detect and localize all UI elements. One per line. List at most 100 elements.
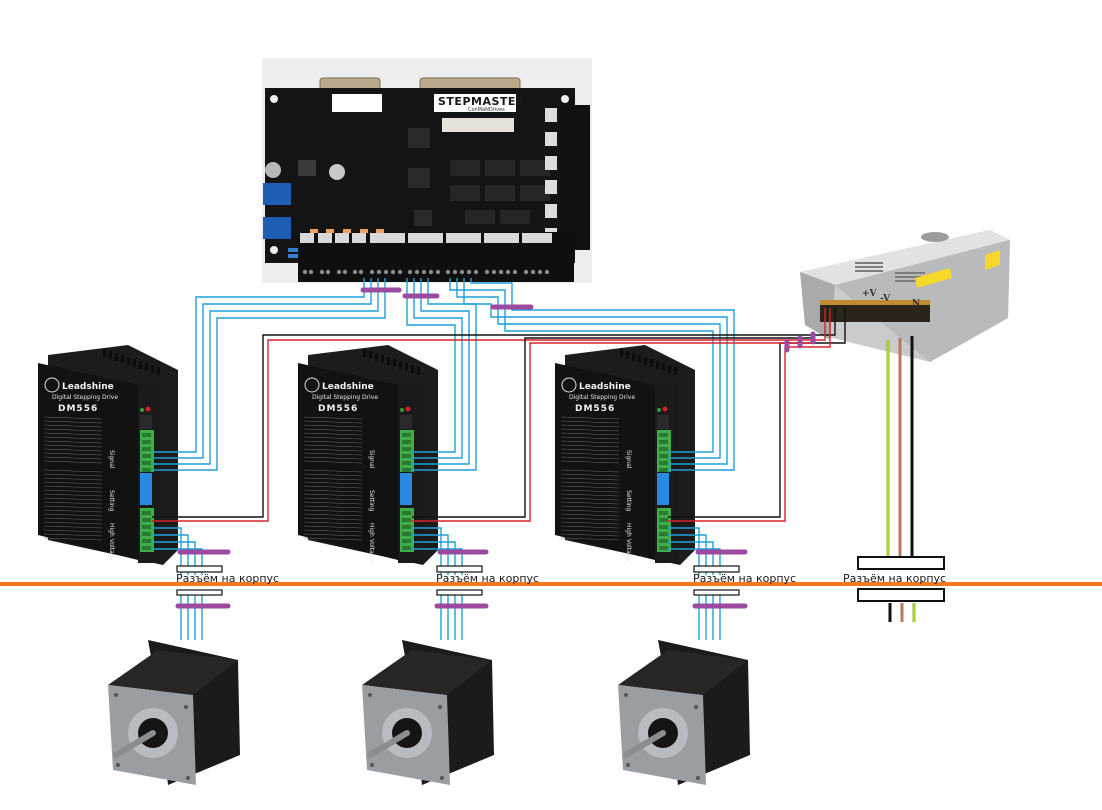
heatsink-fin	[133, 359, 136, 367]
heatsink-fin	[369, 351, 372, 359]
spec-table-line	[560, 537, 620, 541]
spec-table-line	[303, 493, 363, 497]
terminal-screw	[142, 461, 151, 465]
spec-table-line	[43, 525, 103, 529]
spec-table-line	[43, 501, 103, 505]
led-power	[657, 408, 661, 412]
spec-table-line	[303, 424, 363, 428]
motor-wire-out-2	[412, 541, 456, 575]
spec-table-line	[560, 525, 620, 529]
connector-bottom-half	[857, 588, 945, 602]
mount-hole	[370, 763, 374, 767]
driver-brand: Leadshine	[322, 382, 374, 392]
spec-table-line	[303, 537, 363, 541]
spec-table-line	[303, 525, 363, 529]
mount-hole	[368, 693, 372, 697]
terminal-screw	[659, 433, 668, 437]
spec-table-line	[560, 416, 620, 420]
terminal-screw	[142, 518, 151, 522]
spec-table-line	[43, 537, 103, 541]
spec-table-line	[560, 420, 620, 424]
signal-wire-driver-3	[463, 278, 728, 465]
spec-table-line	[43, 452, 103, 456]
heatsink-fin	[638, 355, 641, 363]
heatsink-fin	[115, 353, 118, 361]
motor-shaft	[623, 730, 666, 758]
terminal-screw	[659, 546, 668, 550]
spec-table-line	[303, 509, 363, 513]
spec-table-line	[43, 460, 103, 464]
mount-hole	[694, 705, 698, 709]
spec-table-line	[43, 456, 103, 460]
leadshine-logo-icon	[561, 377, 577, 393]
spec-table-line	[43, 428, 103, 432]
spec-table-line	[560, 460, 620, 464]
spec-table-line	[43, 481, 103, 485]
spec-table-line	[303, 505, 363, 509]
stepper-motor-2	[362, 640, 494, 785]
spec-table-line	[303, 448, 363, 452]
driver-setting-label: Setting	[108, 490, 115, 512]
power-negative-wire-driver-1	[152, 308, 836, 518]
connector-bottom-half	[176, 589, 223, 596]
spec-table-line	[43, 533, 103, 537]
relay-1	[263, 183, 291, 205]
heatsink-fin	[620, 349, 623, 357]
led-power	[140, 408, 144, 412]
spec-table-line	[560, 517, 620, 521]
spec-table-line	[303, 420, 363, 424]
terminal-screw	[402, 461, 411, 465]
rj45-port	[140, 415, 152, 429]
terminal-screw	[659, 468, 668, 472]
spec-table-line	[560, 505, 620, 509]
signal-wire-driver-1	[152, 278, 379, 465]
stepmaster-subtext: ConMaNDrives	[468, 107, 505, 113]
spec-table-line	[560, 513, 620, 517]
spec-table-line	[43, 444, 103, 448]
psu-label-neutral: N	[912, 299, 920, 309]
spec-table-line	[303, 489, 363, 493]
signal-wire-driver-2	[406, 278, 456, 453]
spec-table-line	[43, 416, 103, 420]
spec-table-line	[303, 533, 363, 537]
motor-wire-out-1	[152, 534, 189, 575]
heatsink-fin	[103, 349, 106, 357]
spec-table-line	[303, 517, 363, 521]
signal-wire-driver-3	[456, 278, 721, 459]
stepper-motor-1	[108, 640, 240, 785]
controller-board: STEPMASTER ConMaNDrives	[262, 58, 592, 283]
spec-table-line	[560, 529, 620, 533]
spec-table-line	[303, 444, 363, 448]
motor-wire-out-3	[668, 527, 700, 575]
signal-wire-driver-2	[412, 278, 463, 459]
dip-switch	[657, 473, 669, 505]
heatsink-fin	[139, 361, 142, 369]
heatsink-fin	[417, 367, 420, 375]
spec-table-line	[43, 420, 103, 424]
motor-wire-out-2	[412, 527, 442, 575]
stepmaster-logo: STEPMASTER	[438, 95, 525, 108]
heatsink-fin	[411, 365, 414, 373]
heatsink-fin	[127, 357, 130, 365]
heatsink-fin	[375, 353, 378, 361]
spec-table-line	[560, 444, 620, 448]
wires-group	[152, 278, 916, 640]
terminal-screw	[142, 525, 151, 529]
motors-group	[108, 640, 750, 785]
motor-wire-out-1	[152, 527, 182, 575]
mount-hole	[440, 776, 444, 780]
heatsink-fin	[109, 351, 112, 359]
mount-hole	[438, 705, 442, 709]
connector-top-half	[176, 565, 223, 573]
spec-table-line	[303, 513, 363, 517]
spec-table-line	[43, 521, 103, 525]
label-blank	[332, 94, 382, 112]
terminal-screw	[142, 546, 151, 550]
spec-table-line	[560, 477, 620, 481]
driver-model: DM556	[318, 404, 358, 414]
spec-table-line	[43, 485, 103, 489]
spec-table-line	[303, 428, 363, 432]
motor-1-connector: Разъём на корпус	[176, 565, 279, 596]
driver-subtitle: Digital Stepping Drive	[569, 394, 635, 401]
